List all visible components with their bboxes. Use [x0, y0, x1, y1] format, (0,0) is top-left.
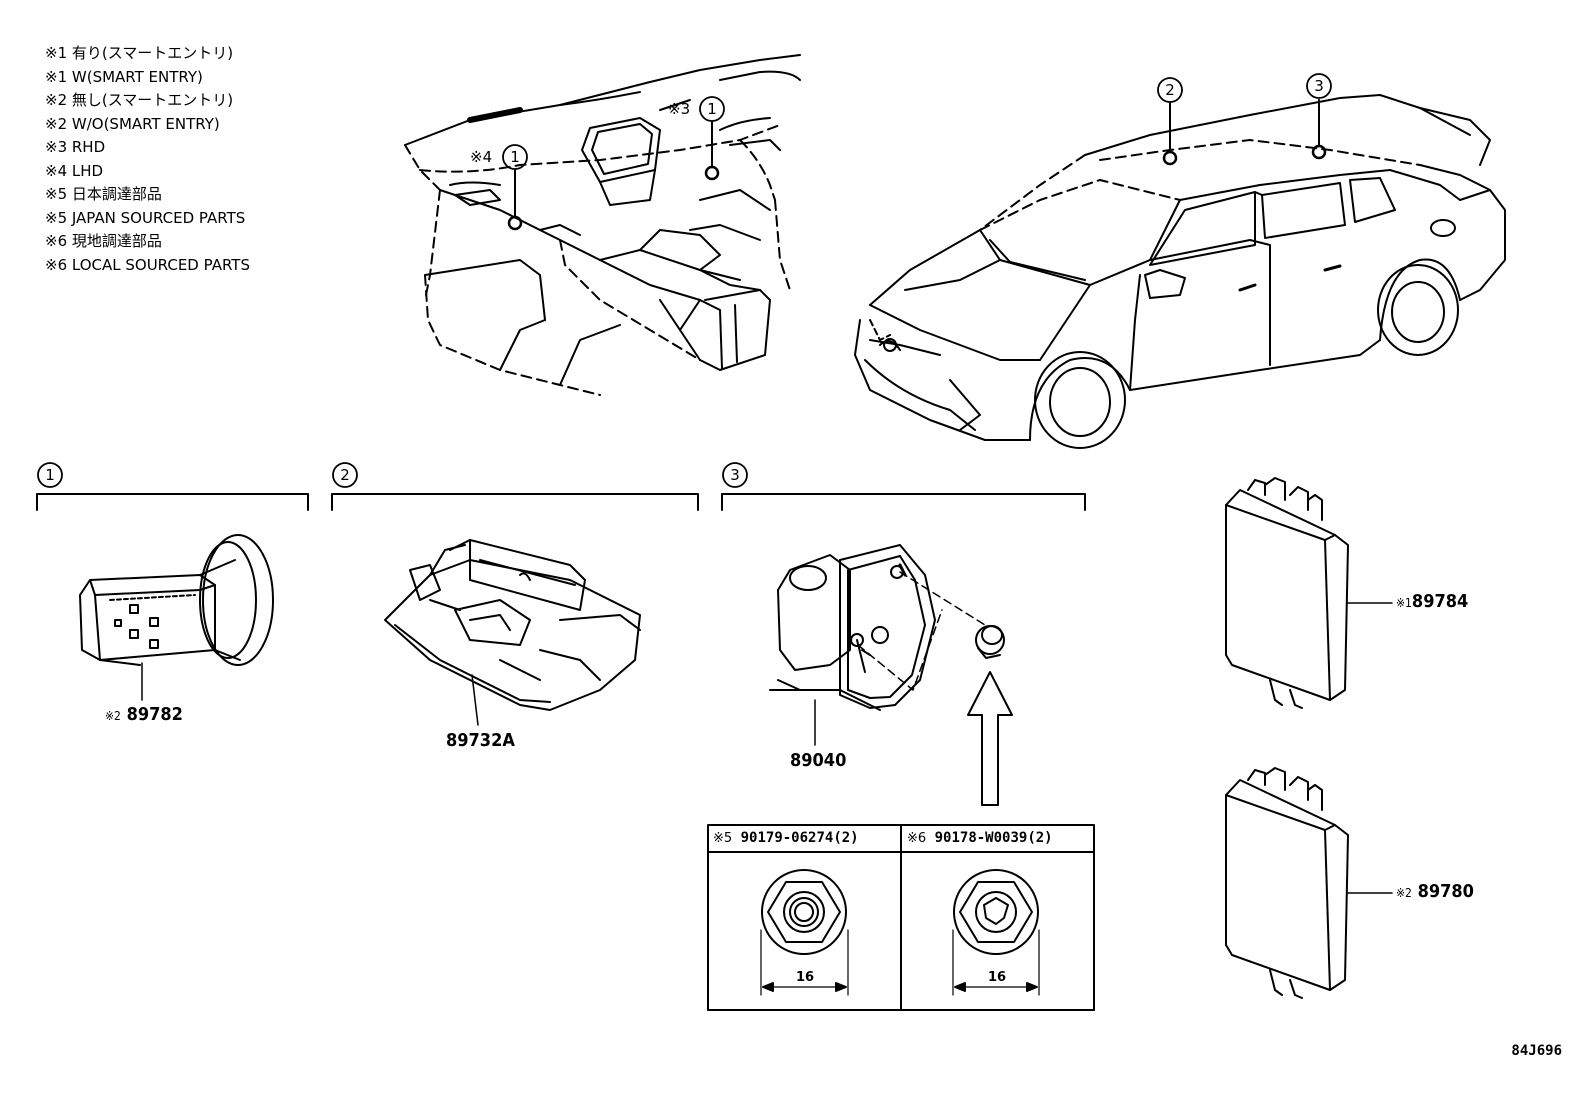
callout-circle-1-rhd: [699, 96, 725, 122]
fastener-table: [707, 824, 1095, 1011]
fastener-right-dimension: 16: [988, 970, 1007, 985]
part-89782-drawing: [79, 534, 274, 701]
section-number-3: 3: [730, 466, 740, 484]
rhd-mark: ※3: [668, 100, 691, 118]
part-89784-drawing: [1225, 477, 1393, 709]
section-circle-2: [332, 462, 358, 488]
callout-circle-3-car: [1306, 73, 1332, 99]
section-circle-3: [722, 462, 748, 488]
section-number-2: 2: [340, 466, 350, 484]
part-label-89732a: 89732A: [446, 730, 515, 751]
legend-line: ※2 無し(スマートエントリ): [45, 91, 234, 109]
callout-circle-2-car: [1157, 77, 1183, 103]
callout-circle-1-lhd: [502, 144, 528, 170]
fastener-left-title: ※5 90179-06274(2): [713, 830, 859, 846]
legend-line: ※1 W(SMART ENTRY): [45, 67, 203, 86]
callout-number-2-car: 2: [1165, 81, 1175, 99]
fastener-right-mark: ※6: [907, 831, 927, 846]
legend-line: ※5 JAPAN SOURCED PARTS: [45, 208, 246, 227]
section-number-1: 1: [45, 466, 55, 484]
part-89040-drawing: [769, 544, 1013, 806]
fastener-right-part: 90178-W0039(2): [934, 830, 1053, 846]
callout-number-3-car: 3: [1314, 77, 1324, 95]
legend-line: ※2 W/O(SMART ENTRY): [45, 114, 220, 133]
part-label-89784: ※189784: [1396, 591, 1468, 612]
legend: ※1 有り(スマートエントリ) ※1 W(SMART ENTRY) ※2 無し(…: [45, 42, 250, 277]
lhd-mark: ※4: [470, 148, 493, 166]
legend-line: ※3 RHD: [45, 138, 106, 156]
diagram-reference-code: 84J696: [1511, 1043, 1562, 1059]
section-brackets: [36, 493, 1086, 511]
part-label-89780-mark: ※2: [1396, 886, 1412, 900]
part-label-89782-number: 89782: [126, 704, 183, 725]
fastener-left-mark: ※5: [713, 831, 733, 846]
callout-number-1-lhd: 1: [510, 148, 520, 166]
legend-line: ※6 現地調達部品: [45, 232, 162, 250]
legend-line: ※1 有り(スマートエントリ): [45, 44, 234, 62]
part-label-89780-number: 89780: [1417, 881, 1474, 902]
car-illustration: [854, 94, 1506, 449]
callout-number-1-rhd: 1: [707, 100, 717, 118]
legend-line: ※4 LHD: [45, 161, 104, 180]
fastener-right-title: ※6 90178-W0039(2): [907, 830, 1053, 846]
part-label-89784-mark: ※1: [1396, 596, 1412, 610]
fastener-left-part: 90179-06274(2): [740, 830, 859, 846]
fastener-left-dimension: 16: [796, 970, 815, 985]
part-label-89784-number: 89784: [1411, 591, 1469, 612]
part-89780-drawing: [1225, 767, 1393, 999]
part-label-89782: ※2 89782: [105, 704, 183, 725]
legend-line: ※6 LOCAL SOURCED PARTS: [45, 255, 250, 274]
part-label-89782-mark: ※2: [105, 709, 121, 723]
dashboard-illustration: [404, 54, 801, 396]
part-label-89040: 89040: [790, 750, 847, 771]
part-89732a-drawing: [384, 539, 641, 726]
part-label-89780: ※2 89780: [1396, 881, 1474, 902]
legend-line: ※5 日本調達部品: [45, 185, 162, 203]
section-circle-1: [37, 462, 63, 488]
